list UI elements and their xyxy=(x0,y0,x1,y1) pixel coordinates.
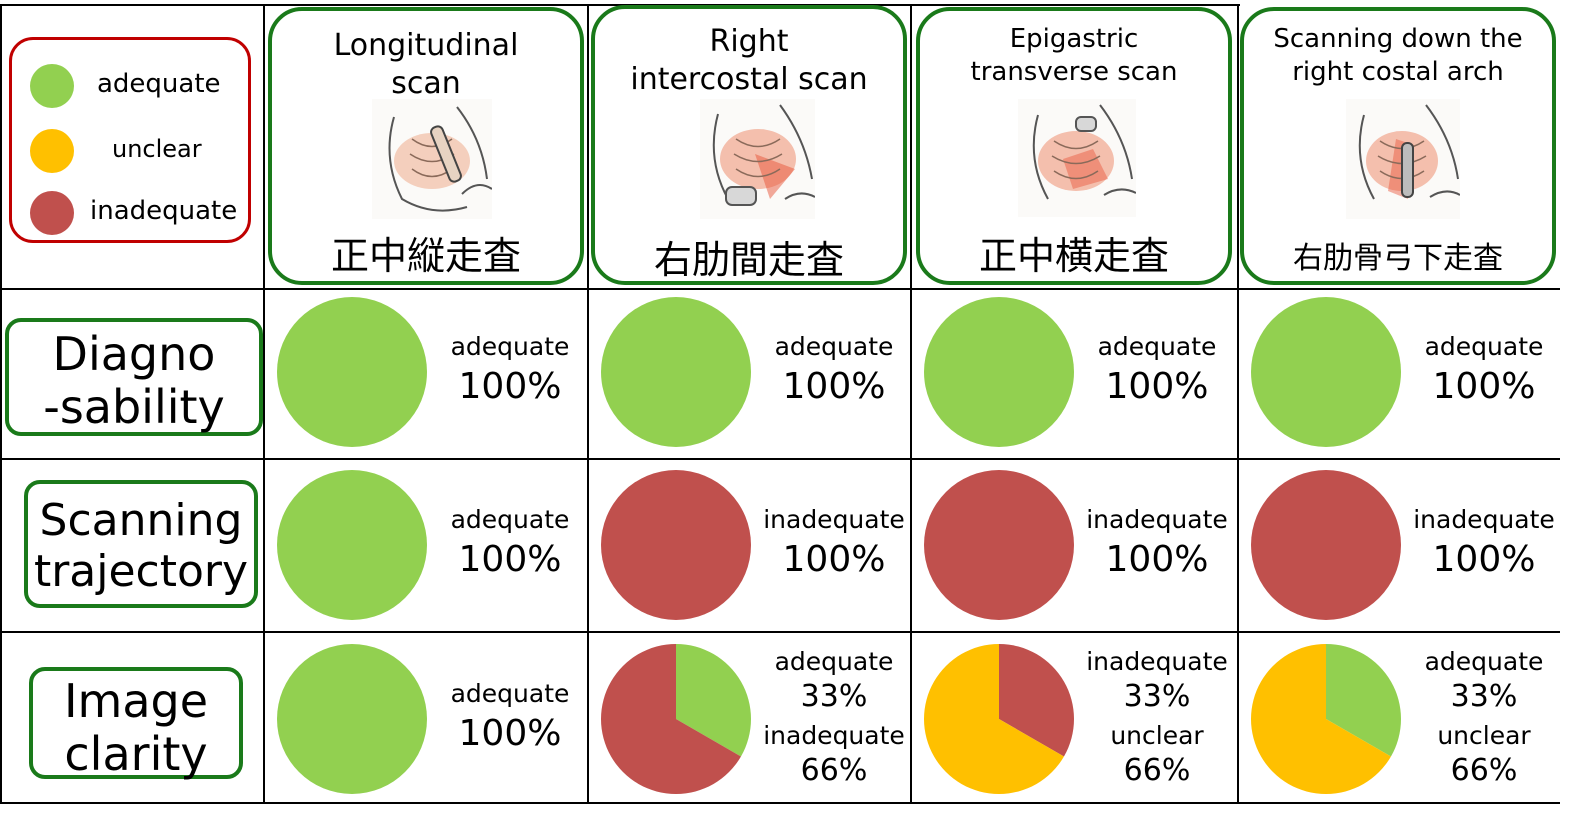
legend-swatch-adequate xyxy=(30,64,74,108)
legend: adequate unclear inadequate xyxy=(9,37,251,243)
row-header-scanning-trajectory: Scanning trajectory xyxy=(24,480,258,608)
epigastric-transverse-scan-illustration xyxy=(1018,99,1136,217)
pie-chart-r0-c1 xyxy=(601,297,751,447)
pie-label-pct: 100% xyxy=(458,713,562,754)
pie-slice-adequate xyxy=(277,297,427,447)
pie-label-pct: 100% xyxy=(1432,539,1536,580)
row-title: Image clarity xyxy=(63,674,209,781)
pie-slice-adequate xyxy=(277,644,427,794)
pie-slice-unclear xyxy=(924,644,1064,794)
pie-chart-r2-c0 xyxy=(277,644,427,794)
column-title-en: Longitudinal scan xyxy=(333,28,519,101)
pie-label-name: unclear xyxy=(1110,721,1204,750)
legend-swatch-inadequate xyxy=(30,191,74,235)
pie-slice-adequate xyxy=(1326,644,1401,757)
grid-line-v1 xyxy=(263,5,265,804)
grid-line-v3 xyxy=(910,5,912,804)
pie-label-name: inadequate xyxy=(763,721,905,750)
pie-label-pct: 100% xyxy=(1105,366,1209,407)
pie-label-pct: 100% xyxy=(782,366,886,407)
pie-label-pct: 33% xyxy=(800,679,868,714)
column-title-en: Epigastric transverse scan xyxy=(970,24,1178,87)
pie-label-name: adequate xyxy=(1097,332,1217,361)
grid-line-v0 xyxy=(0,5,2,804)
pie-label-pct: 100% xyxy=(1105,539,1209,580)
pie-label-pct: 33% xyxy=(1123,679,1191,714)
pie-chart-r2-c3 xyxy=(1251,644,1401,794)
grid-line-v2 xyxy=(587,5,589,804)
pie-label-pct: 100% xyxy=(1432,366,1536,407)
pie-chart-r1-c1 xyxy=(601,470,751,620)
pie-label-pct: 100% xyxy=(458,539,562,580)
pie-chart-r1-c0 xyxy=(277,470,427,620)
pie-chart-r0-c3 xyxy=(1251,297,1401,447)
column-title-jp: 正中縦走査 xyxy=(330,234,521,278)
pie-slice-adequate xyxy=(601,297,751,447)
pie-slice-inadequate xyxy=(999,644,1074,757)
pie-label-name: unclear xyxy=(1437,721,1531,750)
pie-label-pct: 100% xyxy=(458,366,562,407)
pie-slice-adequate xyxy=(676,644,751,757)
pie-slice-inadequate xyxy=(1251,470,1401,620)
pie-label-name: adequate xyxy=(774,647,894,676)
legend-label-inadequate: inadequate xyxy=(90,196,238,226)
pie-slice-inadequate xyxy=(924,470,1074,620)
pie-label-pct: 33% xyxy=(1450,679,1518,714)
pie-label-name: adequate xyxy=(450,679,570,708)
column-header-longitudinal: Longitudinal scan 正中縦走査 xyxy=(268,7,584,285)
row-title: Diagno -sability xyxy=(43,327,225,434)
pie-label-name: inadequate xyxy=(1086,505,1228,534)
pie-slice-unclear xyxy=(1251,644,1391,794)
legend-swatch-unclear xyxy=(30,129,74,173)
pie-label-name: adequate xyxy=(774,332,894,361)
column-title-jp: 右肋骨弓下走査 xyxy=(1293,241,1503,276)
grid-line-v4 xyxy=(1237,5,1239,804)
longitudinal-scan-illustration xyxy=(372,99,492,219)
pie-chart-r0-c2 xyxy=(924,297,1074,447)
pie-slice-inadequate xyxy=(601,644,741,794)
pie-label-name: adequate xyxy=(1424,647,1544,676)
pie-chart-r2-c2 xyxy=(924,644,1074,794)
pie-chart-r1-c2 xyxy=(924,470,1074,620)
pie-label-name: inadequate xyxy=(763,505,905,534)
pie-slice-adequate xyxy=(924,297,1074,447)
row-header-image-clarity: Image clarity xyxy=(29,667,243,781)
column-header-right-intercostal: Right intercostal scan 右肋間走査 xyxy=(591,5,907,285)
pie-chart-r1-c3 xyxy=(1251,470,1401,620)
pie-label-pct: 66% xyxy=(800,753,868,788)
pie-slice-adequate xyxy=(1251,297,1401,447)
right-costal-arch-scan-illustration xyxy=(1346,99,1460,219)
column-title-jp: 正中横走査 xyxy=(978,234,1169,278)
grid-line-h1 xyxy=(0,288,1560,290)
column-title-en: Right intercostal scan xyxy=(630,24,868,97)
column-header-epigastric-transverse: Epigastric transverse scan 正中横走査 xyxy=(916,7,1232,285)
column-title-en: Scanning down the right costal arch xyxy=(1273,24,1523,87)
pie-label-name: inadequate xyxy=(1086,647,1228,676)
pie-label-pct: 66% xyxy=(1450,753,1518,788)
pie-label-name: adequate xyxy=(450,332,570,361)
pie-chart-r2-c1 xyxy=(601,644,751,794)
right-intercostal-scan-illustration xyxy=(700,99,815,219)
pie-slice-inadequate xyxy=(601,470,751,620)
column-header-right-costal-arch: Scanning down the right costal arch 右肋骨弓… xyxy=(1240,7,1556,285)
pie-label-name: adequate xyxy=(1424,332,1544,361)
pie-slice-adequate xyxy=(277,470,427,620)
grid-line-h2 xyxy=(0,458,1560,460)
pie-chart-r0-c0 xyxy=(277,297,427,447)
pie-label-pct: 100% xyxy=(782,539,886,580)
row-header-diagnosability: Diagno -sability xyxy=(5,318,263,436)
pie-label-name: adequate xyxy=(450,505,570,534)
pie-label-pct: 66% xyxy=(1123,753,1191,788)
grid-line-h3 xyxy=(0,631,1560,633)
row-title: Scanning trajectory xyxy=(33,495,249,597)
legend-label-adequate: adequate xyxy=(97,69,221,99)
pie-label-name: inadequate xyxy=(1413,505,1555,534)
legend-label-unclear: unclear xyxy=(112,135,202,163)
column-title-jp: 右肋間走査 xyxy=(653,238,844,282)
grid-line-h4 xyxy=(0,802,1560,804)
